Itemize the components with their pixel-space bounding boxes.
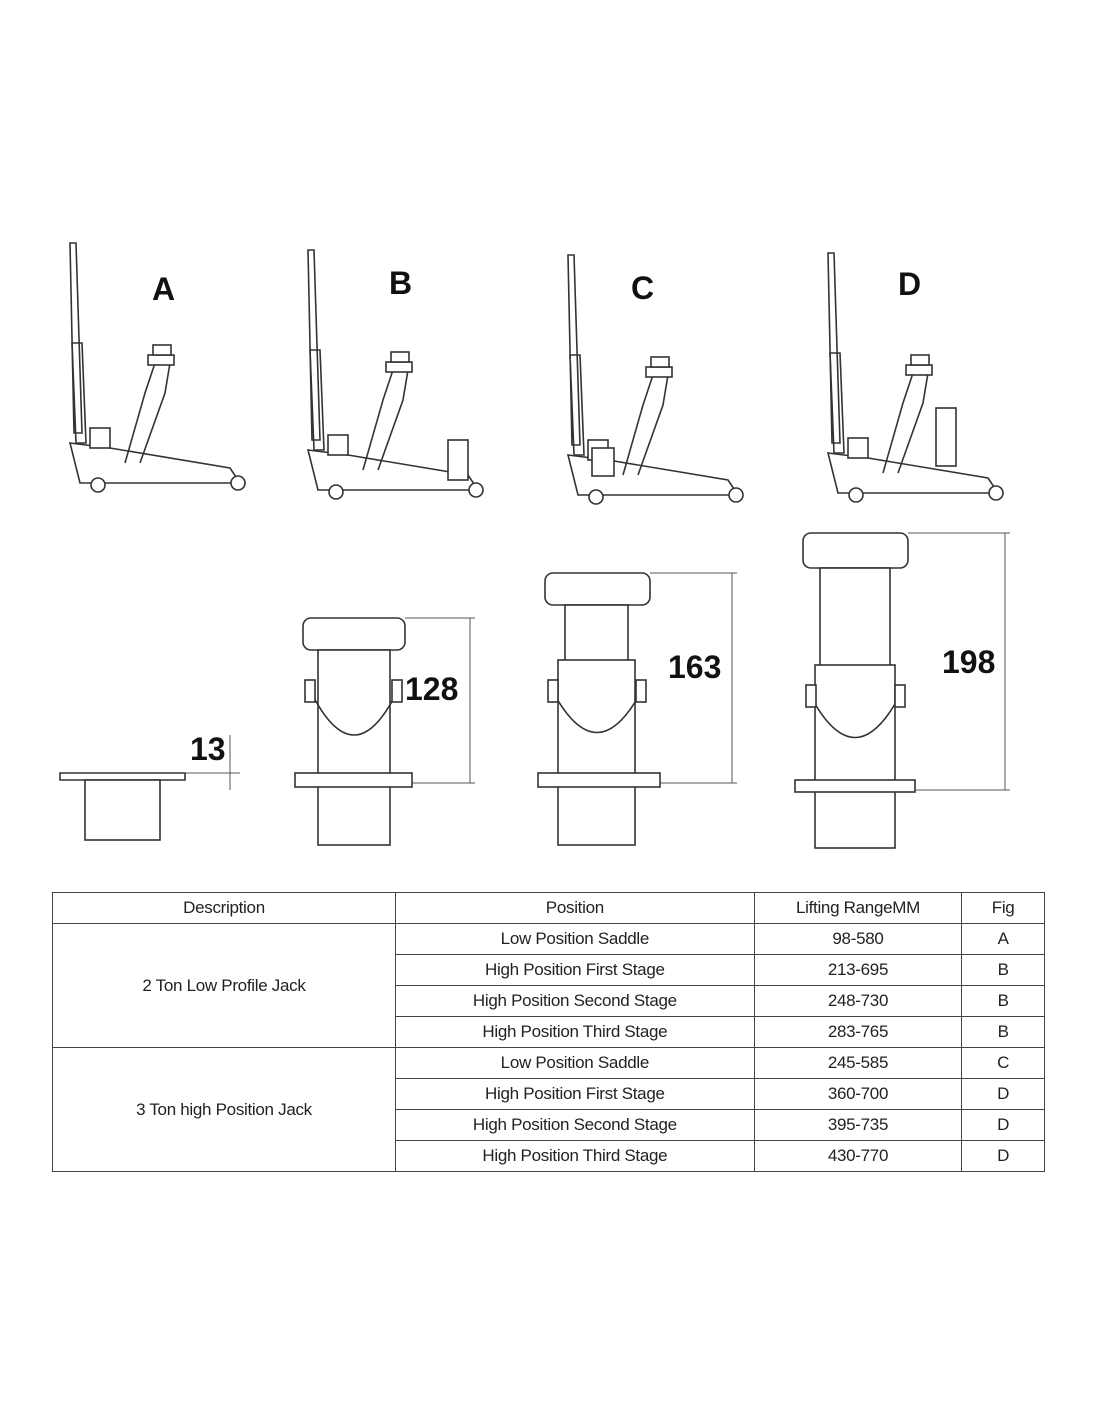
figure-label-d: D xyxy=(898,266,921,302)
cell-position: High Position Second Stage xyxy=(394,985,755,1017)
group-description: 2 Ton Low Profile Jack xyxy=(52,923,396,1048)
cell-fig: B xyxy=(961,985,1045,1017)
header-description: Description xyxy=(52,892,396,924)
table-row: 2 Ton Low Profile Jack Low Position Sadd… xyxy=(52,923,1045,1048)
cell-fig: C xyxy=(961,1047,1045,1079)
cell-range: 98-580 xyxy=(753,923,963,955)
cell-position: High Position First Stage xyxy=(394,954,755,986)
figure-label-a: A xyxy=(152,271,175,307)
table-row: High Position First Stage 360-700 D xyxy=(53,1078,1045,1110)
dimension-label-a: 13 xyxy=(190,731,226,767)
cell-position: Low Position Saddle xyxy=(394,1047,755,1079)
header-fig: Fig xyxy=(961,892,1045,924)
cell-fig: D xyxy=(961,1140,1045,1172)
table-row: High Position Third Stage 283-765 B xyxy=(53,1016,1045,1048)
cell-position: High Position Second Stage xyxy=(394,1109,755,1141)
header-position: Position xyxy=(394,892,755,924)
cell-range: 430-770 xyxy=(753,1140,963,1172)
cell-position: High Position First Stage xyxy=(394,1078,755,1110)
cell-position: High Position Third Stage xyxy=(394,1140,755,1172)
cell-range: 395-735 xyxy=(753,1109,963,1141)
dimension-label-c: 163 xyxy=(668,649,721,685)
table-header-row: Description Position Lifting RangeMM Fig xyxy=(52,892,1045,924)
cell-fig: D xyxy=(961,1078,1045,1110)
table-row: High Position Second Stage 248-730 B xyxy=(53,985,1045,1017)
cell-fig: B xyxy=(961,1016,1045,1048)
jack-figures-diagram: A B C D 13 128 163 xyxy=(59,242,1010,849)
table-row: High Position Third Stage 430-770 D xyxy=(53,1140,1045,1172)
table-row: 3 Ton high Position Jack Low Position Sa… xyxy=(52,1047,1045,1172)
figure-label-c: C xyxy=(631,270,654,306)
saddle-detail-a xyxy=(59,735,240,841)
cell-range: 248-730 xyxy=(753,985,963,1017)
cell-range: 213-695 xyxy=(753,954,963,986)
cell-fig: B xyxy=(961,954,1045,986)
cell-position: High Position Third Stage xyxy=(394,1016,755,1048)
figure-label-b: B xyxy=(389,265,412,301)
saddle-detail-d xyxy=(794,532,1010,849)
table-row: High Position First Stage 213-695 B xyxy=(53,954,1045,986)
saddle-detail-b xyxy=(294,617,475,846)
jack-d-extended-saddle xyxy=(935,407,957,467)
table-row: High Position Second Stage 395-735 D xyxy=(53,1109,1045,1141)
jack-b-extended-saddle xyxy=(447,439,469,481)
cell-range: 360-700 xyxy=(753,1078,963,1110)
cell-position: Low Position Saddle xyxy=(394,923,755,955)
saddle-detail-c xyxy=(537,572,737,846)
dimension-label-b: 128 xyxy=(405,671,458,707)
cell-range: 245-585 xyxy=(753,1047,963,1079)
group-description: 3 Ton high Position Jack xyxy=(52,1047,396,1172)
lifting-range-table: Description Position Lifting RangeMM Fig… xyxy=(52,892,1045,1172)
cell-fig: A xyxy=(961,923,1045,955)
cell-fig: D xyxy=(961,1109,1045,1141)
dimension-label-d: 198 xyxy=(942,644,995,680)
jack-c-saddle xyxy=(591,447,615,477)
header-lifting-range: Lifting RangeMM xyxy=(753,892,963,924)
cell-range: 283-765 xyxy=(753,1016,963,1048)
